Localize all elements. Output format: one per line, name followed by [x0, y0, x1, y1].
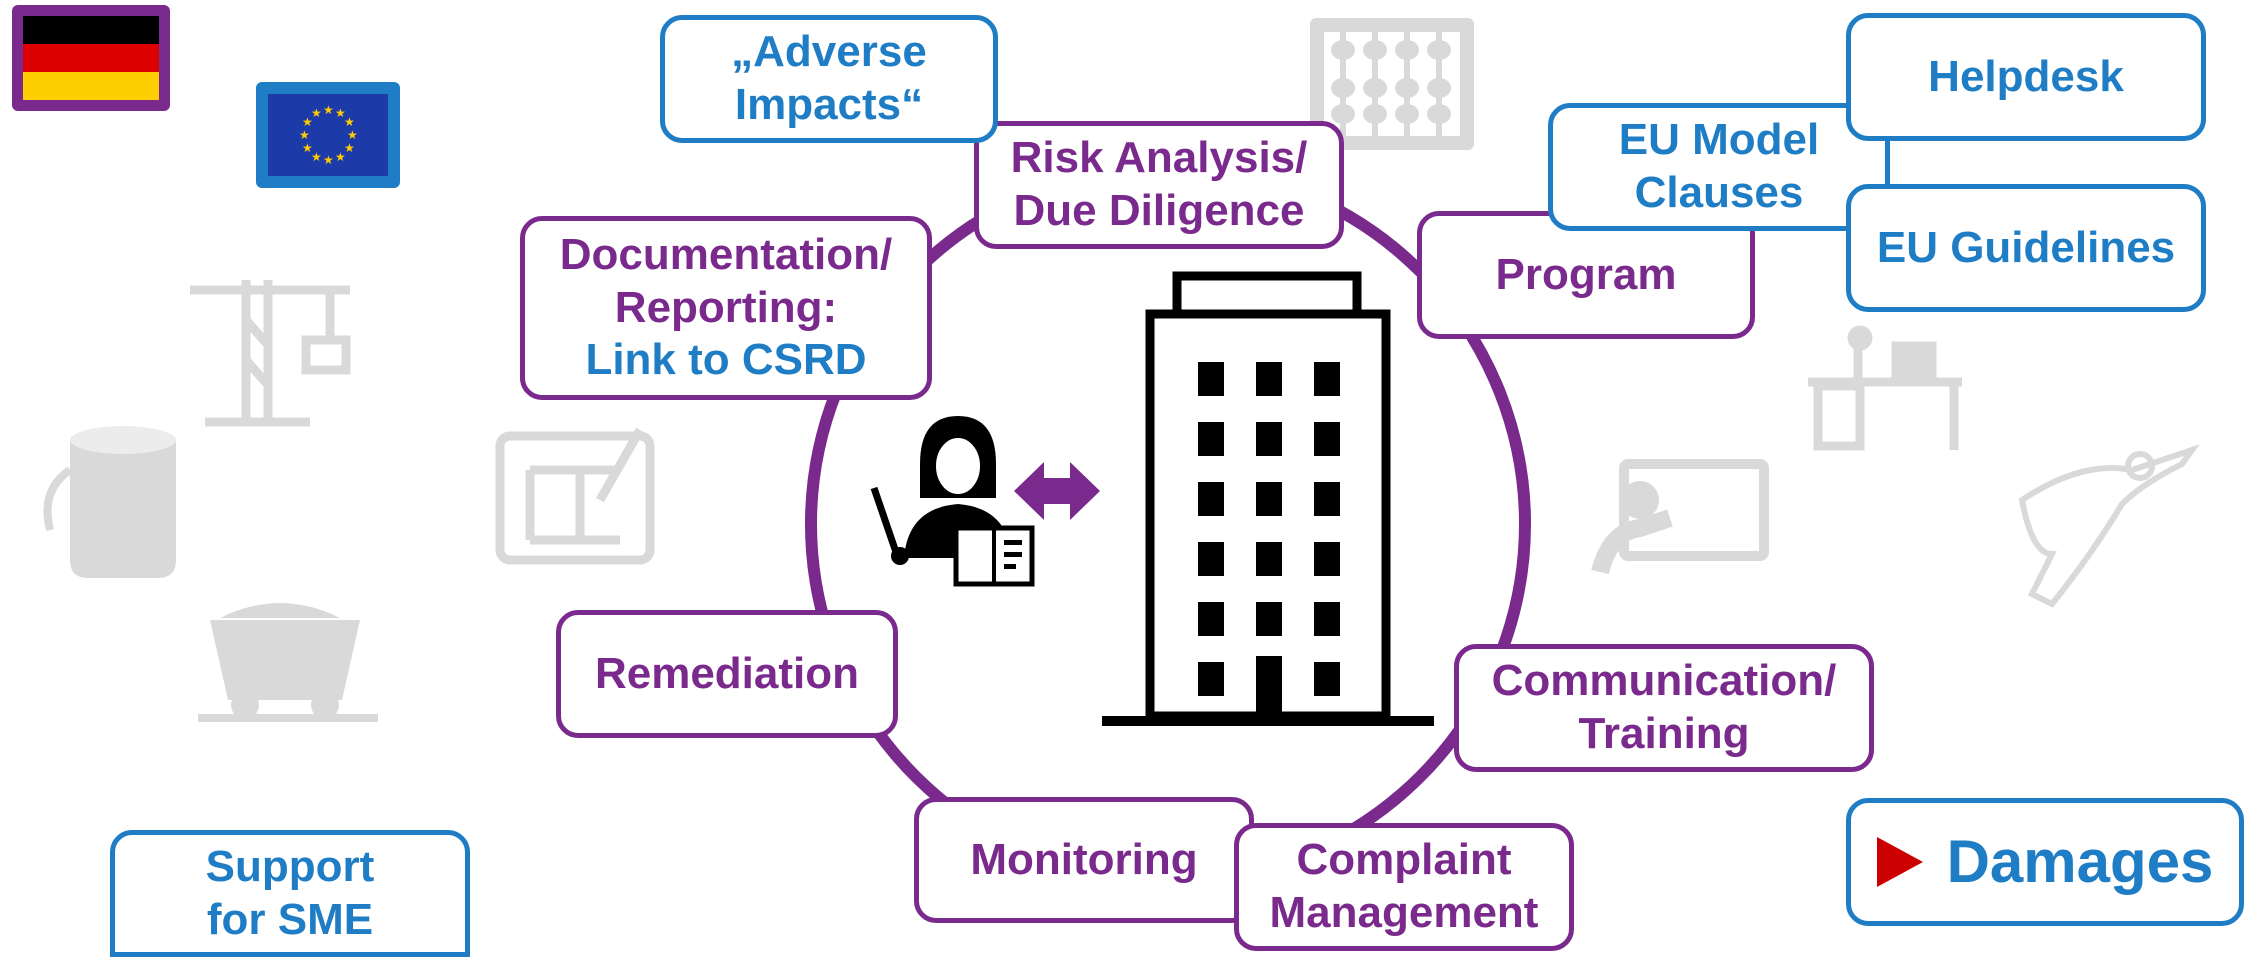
eu-model-line1: EU Model [1618, 115, 1820, 165]
remediation-label: Remediation [594, 648, 860, 698]
svg-text:★: ★ [302, 115, 313, 129]
communication-line1: Communication/ [1491, 656, 1837, 706]
program-label: Program [1495, 249, 1677, 299]
monitoring-label: Monitoring [970, 834, 1198, 884]
support-line2: for SME [206, 894, 374, 944]
helpdesk-box: Helpdesk [1846, 13, 2206, 141]
office-building-icon [1102, 271, 1434, 726]
play-arrow-icon [1876, 837, 1923, 887]
program-box: Program [1417, 211, 1755, 339]
communication-line2: Training [1578, 709, 1750, 758]
eu-model-clauses-box: EU Model Clauses [1548, 103, 1890, 231]
germany-flag-icon [12, 5, 170, 111]
complaint-line1: Complaint [1296, 835, 1512, 885]
svg-text:★: ★ [344, 141, 355, 155]
monitoring-box: Monitoring [914, 797, 1254, 923]
documentation-line1: Documentation/ [559, 229, 893, 279]
communication-training-box: Communication/ Training [1454, 644, 1874, 772]
presentation-icon [1591, 459, 1769, 575]
desk-icon [1808, 325, 1962, 451]
support-line1: Support [205, 841, 375, 891]
svg-text:★: ★ [299, 128, 310, 142]
eu-guidelines-box: EU Guidelines [1846, 184, 2206, 312]
teacher-icon [870, 416, 1035, 587]
eu-model-line2: Clauses [1634, 168, 1804, 217]
svg-text:★: ★ [302, 141, 313, 155]
complaint-management-box: Complaint Management [1234, 823, 1574, 951]
adverse-line1: „Adverse [731, 27, 927, 77]
eu-stars-icon: ★★★ ★★★ ★★★ ★★★ [299, 103, 358, 167]
adverse-line2: Impacts“ [734, 80, 924, 129]
crane-icon [190, 280, 351, 427]
svg-text:★: ★ [347, 128, 358, 142]
abacus-icon [1310, 18, 1474, 150]
eu-flag-icon: ★★★ ★★★ ★★★ ★★★ [256, 82, 400, 188]
risk-line1: Risk Analysis/ [1010, 133, 1308, 183]
svg-text:★: ★ [311, 150, 322, 164]
adverse-impacts-box: „Adverse Impacts“ [660, 15, 998, 143]
svg-text:★: ★ [335, 106, 346, 120]
svg-text:★: ★ [323, 153, 334, 167]
eu-guidelines-label: EU Guidelines [1876, 222, 2176, 272]
support-sme-box: Support for SME [110, 830, 470, 957]
svg-text:★: ★ [323, 103, 334, 117]
double-arrow-icon [1014, 462, 1100, 520]
documentation-line2: Reporting: [614, 282, 838, 332]
documentation-line3: Link to CSRD [585, 335, 867, 385]
documentation-reporting-box: Documentation/ Reporting: Link to CSRD [520, 216, 932, 400]
damages-box[interactable]: Damages [1846, 798, 2244, 926]
helpdesk-label: Helpdesk [1928, 51, 2124, 101]
svg-text:★: ★ [344, 115, 355, 129]
paint-bucket-icon [43, 426, 176, 578]
risk-analysis-box: Risk Analysis/ Due Diligence [974, 121, 1344, 249]
complaint-line2: Management [1269, 888, 1539, 937]
remediation-box: Remediation [556, 610, 898, 738]
risk-line2: Due Diligence [1013, 186, 1305, 235]
blueprint-icon [495, 427, 655, 565]
svg-text:★: ★ [311, 106, 322, 120]
svg-text:★: ★ [335, 150, 346, 164]
superhero-icon [2018, 444, 2200, 608]
mine-cart-icon [198, 603, 378, 722]
damages-label: Damages [1946, 828, 2214, 895]
